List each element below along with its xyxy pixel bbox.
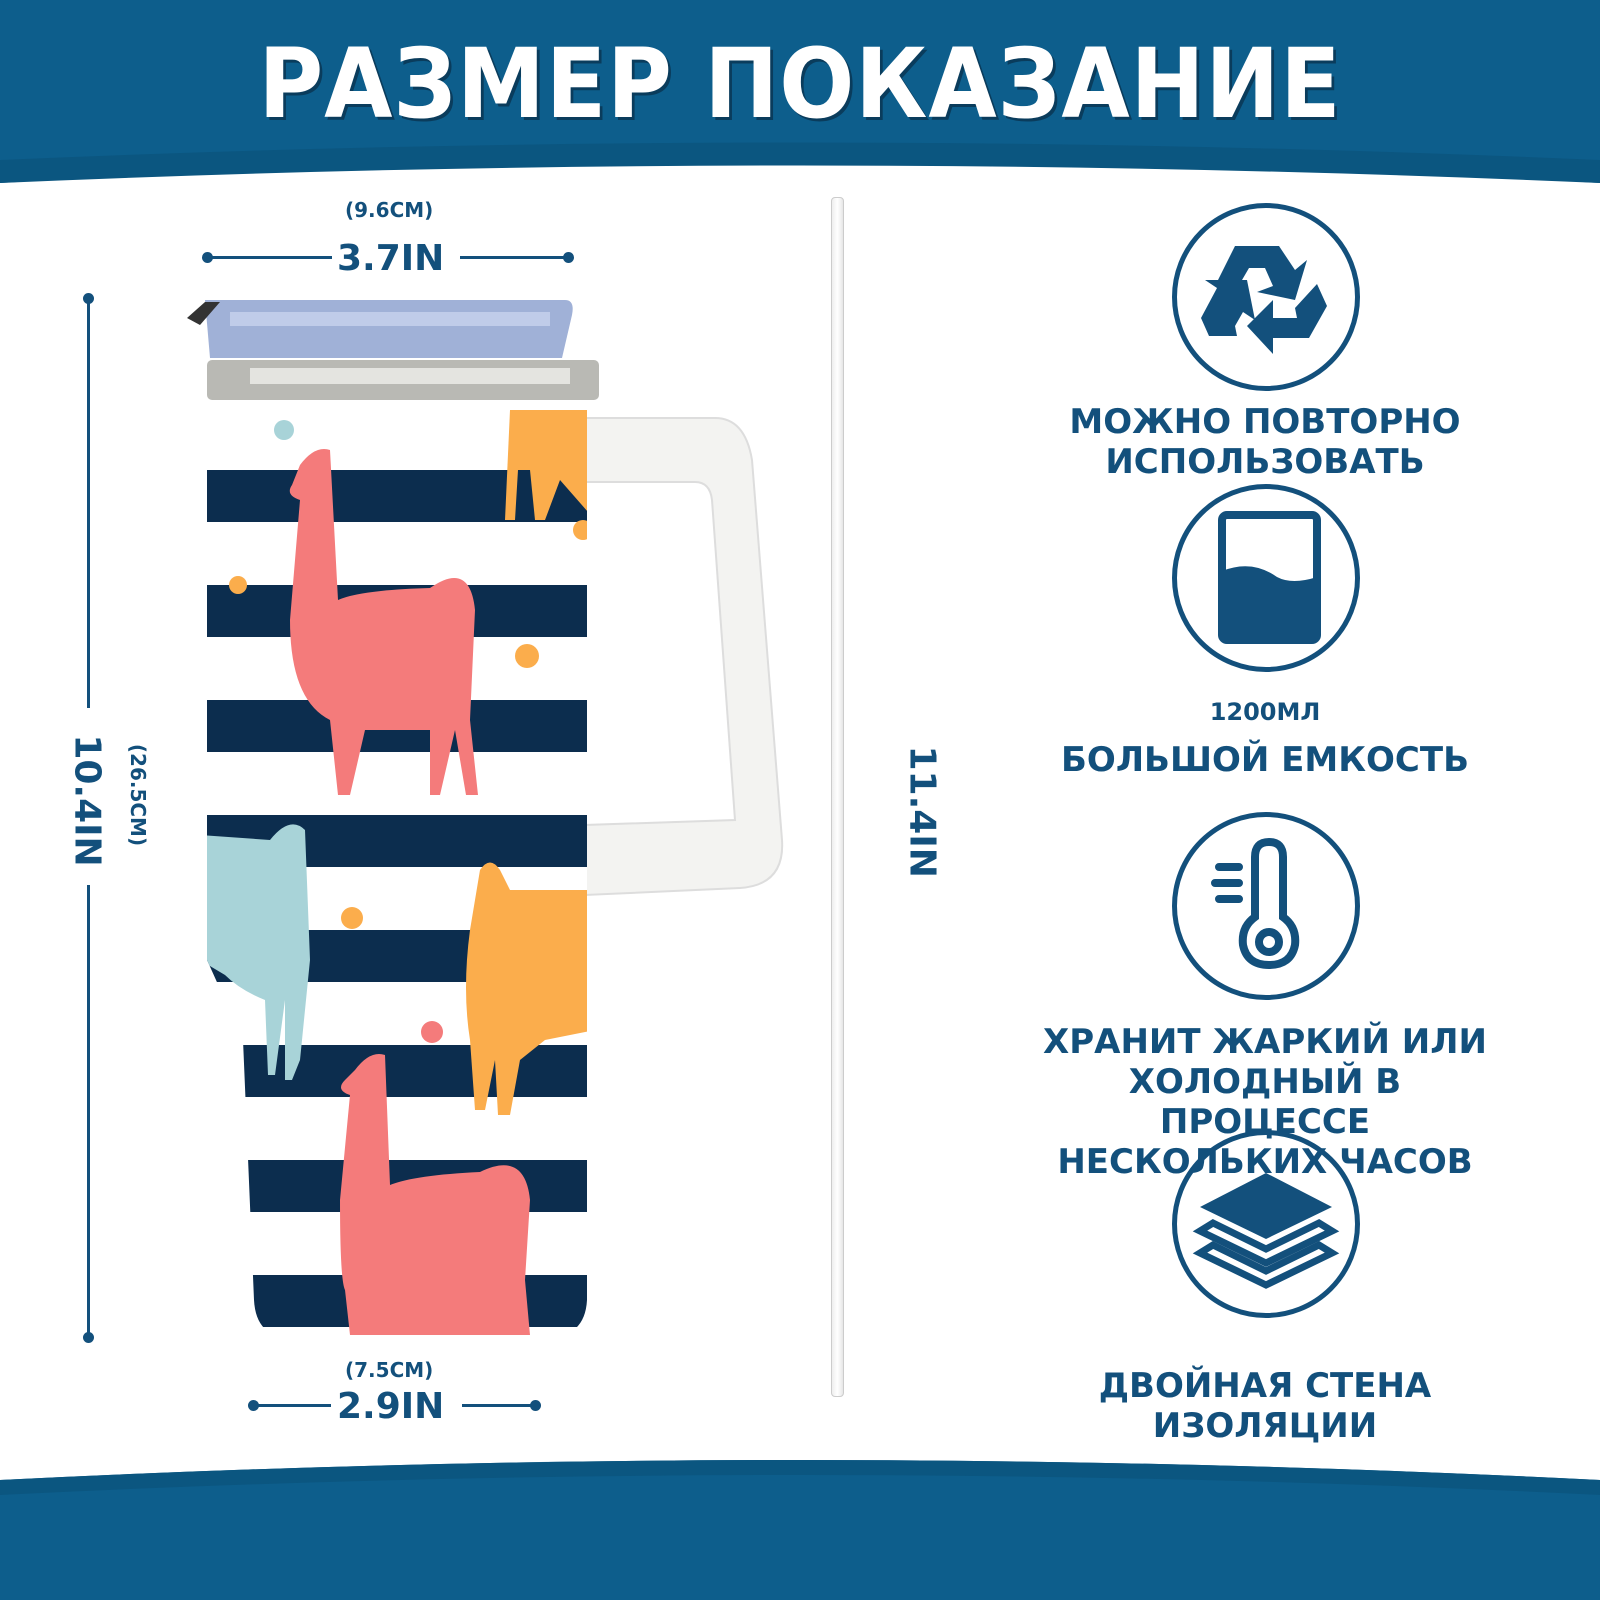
dimension-line xyxy=(87,298,90,708)
recycle-icon xyxy=(1172,203,1360,391)
layers-icon xyxy=(1172,1130,1360,1318)
dimension-line xyxy=(462,1404,532,1407)
dimension-line xyxy=(207,256,332,259)
footer-banner xyxy=(0,1460,1600,1600)
tumbler-illustration xyxy=(187,300,784,1338)
bottom-width-cm: (7.5CM) xyxy=(345,1358,434,1382)
feature-text: ИЗОЛЯЦИИ xyxy=(1152,1406,1378,1446)
straw xyxy=(831,197,844,1397)
feature-capacity: БОЛЬШОЙ ЕМКОСТЬ xyxy=(1061,740,1469,780)
llama-orange xyxy=(466,410,587,1115)
feature-text: МОЖНО ПОВТОРНО xyxy=(1069,402,1461,442)
tumbler-body xyxy=(207,398,587,1338)
cup-capacity-icon xyxy=(1172,484,1360,672)
dimension-end-dot xyxy=(563,252,574,263)
feature-text: ДВОЙНАЯ СТЕНА xyxy=(1098,1366,1432,1406)
page-title: РАЗМЕР ПОКАЗАНИЕ xyxy=(258,28,1342,140)
llama-pink xyxy=(289,449,530,1335)
dimension-line xyxy=(253,1404,331,1407)
header-banner xyxy=(0,0,1600,183)
bottom-width-in: 2.9IN xyxy=(337,1386,445,1427)
feature-double-wall: ДВОЙНАЯ СТЕНА ИЗОЛЯЦИИ xyxy=(1020,1366,1510,1446)
tumbler-handle xyxy=(584,417,784,897)
dimension-line xyxy=(87,885,90,1335)
feature-text: ХРАНИТ ЖАРКИЙ ИЛИ xyxy=(1043,1022,1487,1062)
straw-length-in: 11.4IN xyxy=(901,745,943,878)
height-cm: (26.5CM) xyxy=(126,743,150,847)
dimension-end-dot xyxy=(530,1400,541,1411)
feature-text: ИСПОЛЬЗОВАТЬ xyxy=(1105,442,1425,482)
thermometer-icon xyxy=(1172,812,1360,1000)
feature-reusable: МОЖНО ПОВТОРНО ИСПОЛЬЗОВАТЬ xyxy=(1020,402,1510,482)
height-in: 10.4IN xyxy=(66,734,108,867)
top-width-in: 3.7IN xyxy=(337,238,445,279)
top-width-cm: (9.6CM) xyxy=(345,198,434,222)
dimension-end-dot xyxy=(83,1332,94,1343)
capacity-value: 1200МЛ xyxy=(1209,698,1321,726)
llama-blue xyxy=(207,824,310,1080)
tumbler-lid xyxy=(205,300,573,358)
dimension-line xyxy=(460,256,567,259)
